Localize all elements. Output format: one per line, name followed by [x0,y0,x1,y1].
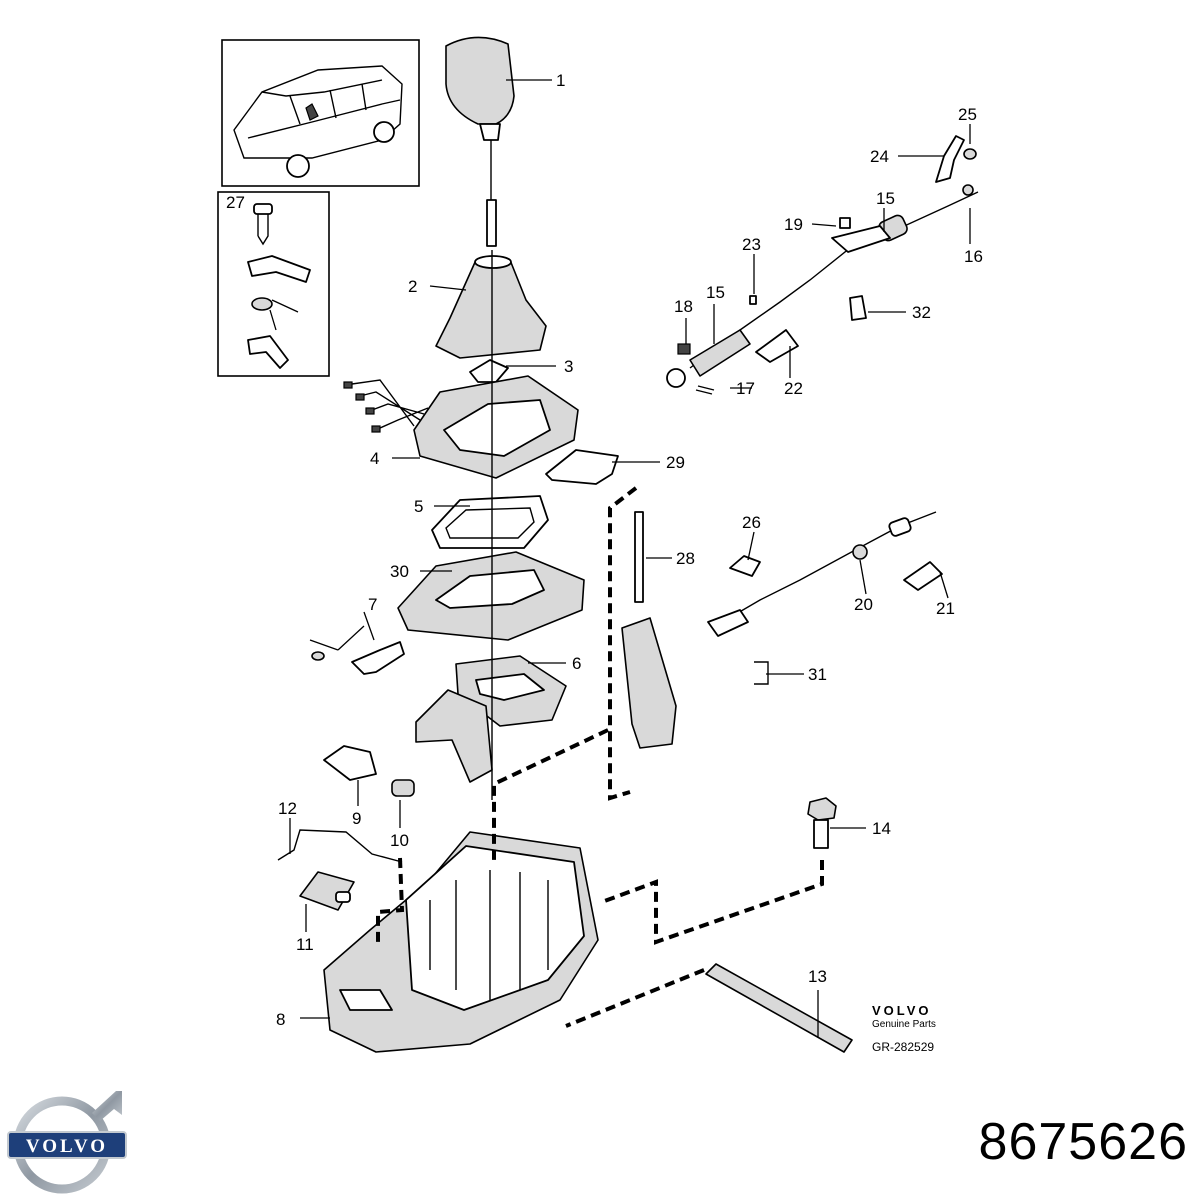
callout-30: 30 [390,562,409,581]
callout-18: 18 [674,297,693,316]
callout-8: 8 [276,1010,285,1029]
genuine-parts-brand: VOLVO Genuine Parts GR-282529 [872,1003,982,1054]
part-11-switch [299,871,355,911]
callout-1: 1 [556,71,565,90]
part-29-bracket [545,449,619,485]
callout-15-lower: 15 [706,283,725,302]
callout-29: 29 [666,453,685,472]
callout-11: 11 [296,935,314,954]
callout-25: 25 [958,105,977,124]
callout-13: 13 [808,967,827,986]
assembly-dash-lines [376,250,824,1028]
callout-20: 20 [854,595,873,614]
callout-27: 27 [226,193,245,212]
part-6-selector-housing [415,655,567,783]
part-2-gear-boot [435,255,547,359]
callout-10: 10 [390,831,409,850]
callout-28: 28 [676,549,695,568]
vehicle-locator-inset [221,39,420,187]
callout-19: 19 [784,215,803,234]
callout-12: 12 [278,799,297,818]
part-10-bushing [391,779,415,797]
callout-2: 2 [408,277,417,296]
part-number: 8675626 [978,1113,1188,1171]
part-12-clip-wire [277,829,403,863]
diagram-reference-code: GR-282529 [872,1040,935,1054]
callout-4: 4 [370,449,379,468]
shift-cable-upper [666,135,979,395]
callout-23: 23 [742,235,761,254]
part-9-sensor [323,745,377,781]
callout-24: 24 [870,147,889,166]
callout-32: 32 [912,303,931,322]
callout-labels: 1 2 3 4 5 30 7 6 9 10 12 11 8 27 24 25 1… [226,71,983,1029]
callout-7: 7 [368,595,377,614]
callout-14: 14 [872,819,891,838]
callout-6: 6 [572,654,581,673]
callout-31: 31 [808,665,827,684]
part-3-ring [469,359,509,383]
callout-21: 21 [936,599,955,618]
part-8-base-housing [323,831,599,1053]
callout-17: 17 [736,379,755,398]
logo-arrow [92,1091,122,1121]
callout-15-upper: 15 [876,189,895,208]
part-5-gasket [431,495,549,549]
part-30-gate-plate [397,551,585,641]
part-14-bolt [807,797,837,849]
part-28-shift-linkage [621,511,677,749]
brand-tagline: Genuine Parts [872,1019,936,1030]
callout-5: 5 [414,497,423,516]
callout-22: 22 [784,379,803,398]
part-13-tube [705,963,853,1053]
detail-inset-27 [217,191,330,377]
callout-26: 26 [742,513,761,532]
callout-3: 3 [564,357,573,376]
logo-bar [7,1131,127,1159]
callout-9: 9 [352,809,361,828]
brand-wordmark: VOLVO [872,1003,932,1018]
leader-lines [289,79,971,1038]
logo-wordmark: VOLVO [26,1136,108,1157]
part-7-lever-arm [309,625,405,675]
volvo-logo: VOLVO [7,1091,127,1194]
shift-cable-lower [707,511,943,685]
part-1-shift-knob [445,36,515,247]
callout-16: 16 [964,247,983,266]
part-4-indicator-panel [343,375,579,479]
